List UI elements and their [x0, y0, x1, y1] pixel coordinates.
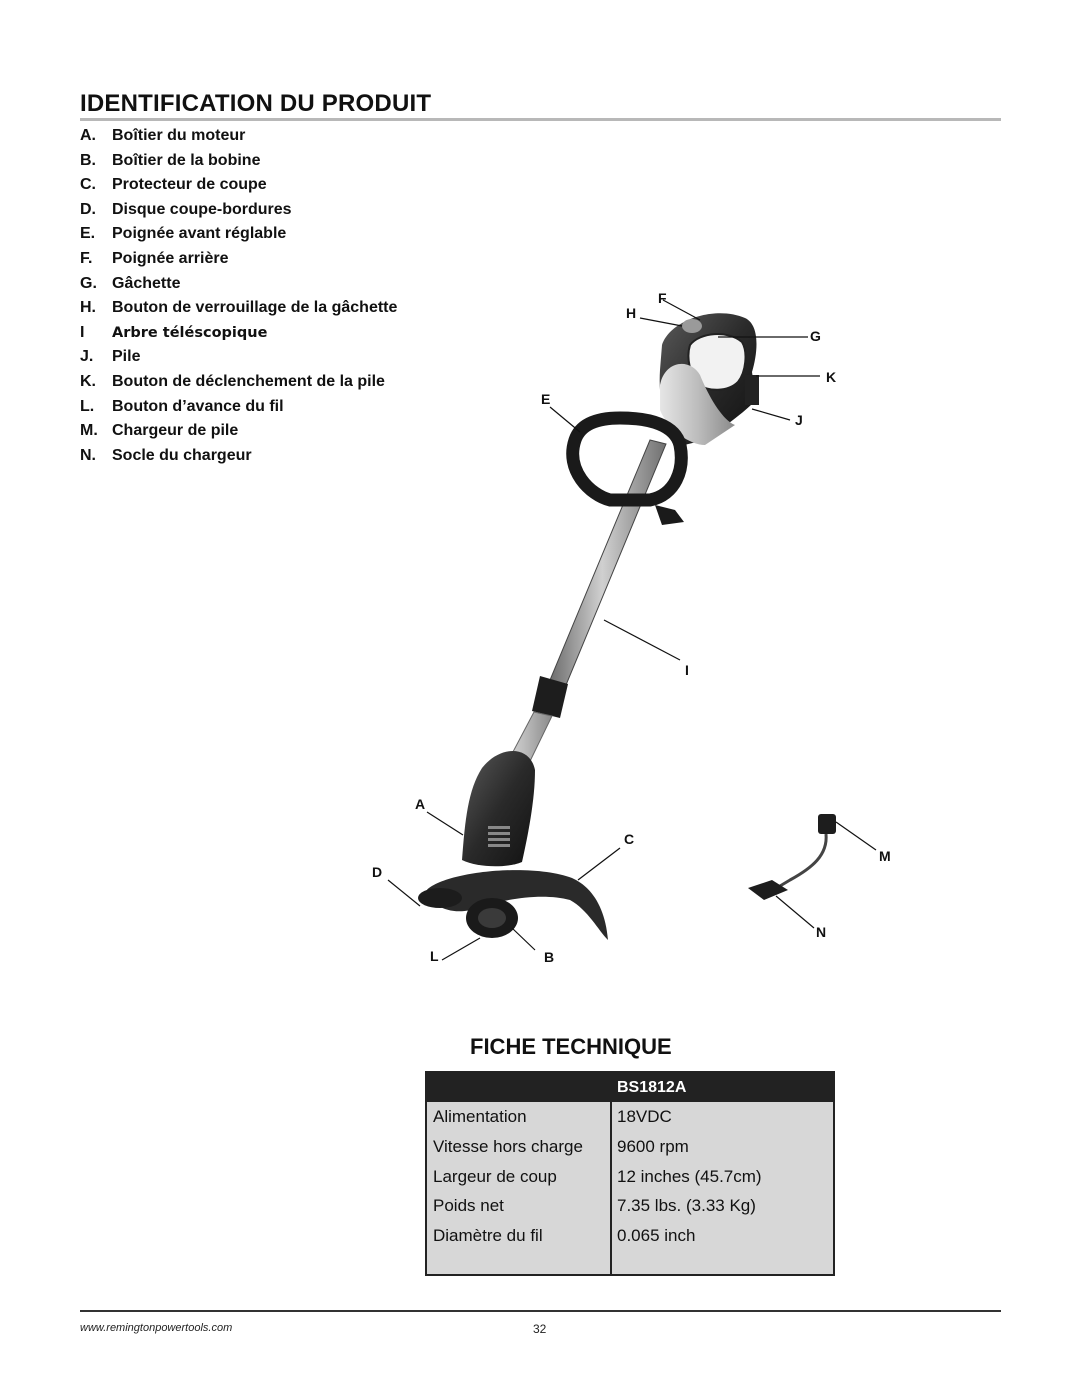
callout-a: A [415, 796, 426, 812]
footer-divider [80, 1310, 1001, 1312]
part-item-j: J. Pile [80, 345, 397, 370]
part-label: Arbre téléscopique [112, 324, 268, 341]
callout-b: B [544, 949, 555, 965]
part-item-f: F. Poignée arrière [80, 247, 397, 272]
part-label: Bouton de déclenchement de la pile [112, 372, 385, 390]
part-item-b: B. Boîtier de la bobine [80, 149, 397, 174]
part-label: Bouton de verrouillage de la gâchette [112, 299, 398, 317]
title-divider [80, 118, 1001, 121]
part-letter: J. [80, 348, 94, 366]
part-label: Poignée arrière [112, 249, 229, 267]
spec-value: 0.065 inch [617, 1226, 696, 1245]
spec-row: Vitesse hors charge 9600 rpm [427, 1132, 833, 1162]
part-label: Boîtier de la bobine [112, 151, 261, 169]
callout-i: I [685, 662, 689, 678]
part-label: Disque coupe-bordures [112, 200, 292, 218]
callout-k: K [826, 369, 837, 385]
callout-f: F [658, 290, 667, 306]
callout-j: J [795, 412, 803, 428]
part-letter: L. [80, 397, 95, 415]
specs-header: BS1812A [427, 1073, 833, 1102]
specs-table: BS1812A Alimentation 18VDC Vitesse hors … [425, 1071, 835, 1276]
part-label: Socle du chargeur [112, 446, 252, 464]
part-label: Pile [112, 348, 141, 366]
part-label: Chargeur de pile [112, 422, 239, 440]
part-letter: G. [80, 274, 97, 292]
part-letter: H. [80, 299, 96, 317]
part-label: Boîtier du moteur [112, 127, 246, 144]
parts-list: A. Boîtier du moteur B. Boîtier de la bobi… [80, 124, 397, 468]
spec-value: 12 inches (45.7cm) [617, 1167, 762, 1186]
column-divider [610, 1102, 612, 1274]
spec-value: 9600 rpm [617, 1137, 689, 1156]
callout-m: M [879, 848, 891, 864]
footer-url: www.remingtonpowertools.com [80, 1322, 233, 1334]
part-item-n: N. Socle du chargeur [80, 444, 397, 469]
part-item-i: I Arbre téléscopique [80, 321, 397, 346]
part-letter: E. [80, 225, 96, 243]
part-letter: B. [80, 151, 96, 169]
part-label: Bouton d’avance du fil [112, 397, 284, 415]
specs-title: FICHE TECHNIQUE [470, 1034, 672, 1059]
part-letter: I [80, 323, 85, 341]
spec-label: Vitesse hors charge [433, 1137, 583, 1156]
spec-label: Alimentation [433, 1107, 527, 1126]
part-letter: C. [80, 176, 96, 194]
part-letter: F. [80, 249, 93, 267]
part-letter: M. [80, 422, 98, 440]
part-letter: N. [80, 446, 96, 464]
part-item-m: M. Chargeur de pile [80, 419, 397, 444]
callout-n: N [816, 924, 827, 940]
callout-g: G [810, 328, 821, 344]
part-item-d: D. Disque coupe-bordures [80, 198, 397, 223]
spec-label: Poids net [433, 1196, 504, 1215]
part-item-h: H. Bouton de verrouillage de la gâchette [80, 296, 397, 321]
page-number: 32 [533, 1322, 547, 1336]
model-number: BS1812A [617, 1079, 687, 1096]
part-item-c: C. Protecteur de coupe [80, 173, 397, 198]
callout-d: D [372, 864, 383, 880]
section-title: IDENTIFICATION DU PRODUIT [80, 90, 432, 117]
spec-value: 18VDC [617, 1107, 672, 1126]
part-item-e: E. Poignée avant réglable [80, 222, 397, 247]
part-item-l: L. Bouton d’avance du fil [80, 395, 397, 420]
spec-label: Largeur de coup [433, 1167, 557, 1186]
spec-row: Diamètre du fil 0.065 inch [427, 1221, 833, 1251]
part-letter: D. [80, 200, 96, 218]
callout-l: L [430, 948, 439, 964]
part-item-k: K. Bouton de déclenchement de la pile [80, 370, 397, 395]
part-label: Protecteur de coupe [112, 176, 267, 194]
spec-row: Poids net 7.35 lbs. (3.33 Kg) [427, 1191, 833, 1221]
product-illustration [387, 299, 877, 961]
part-label: Gâchette [112, 274, 181, 292]
spec-row: Alimentation 18VDC [427, 1102, 833, 1132]
part-letter: A. [80, 127, 96, 144]
part-label: Poignée avant réglable [112, 225, 287, 243]
spec-label: Diamètre du fil [433, 1226, 543, 1245]
spec-row: Largeur de coup 12 inches (45.7cm) [427, 1162, 833, 1192]
callout-e: E [541, 391, 551, 407]
spec-value: 7.35 lbs. (3.33 Kg) [617, 1196, 756, 1215]
part-letter: K. [80, 372, 96, 390]
part-item-a: A. Boîtier du moteur [80, 124, 397, 149]
callout-h: H [626, 305, 637, 321]
callout-c: C [624, 831, 635, 847]
part-item-g: G. Gâchette [80, 272, 397, 297]
